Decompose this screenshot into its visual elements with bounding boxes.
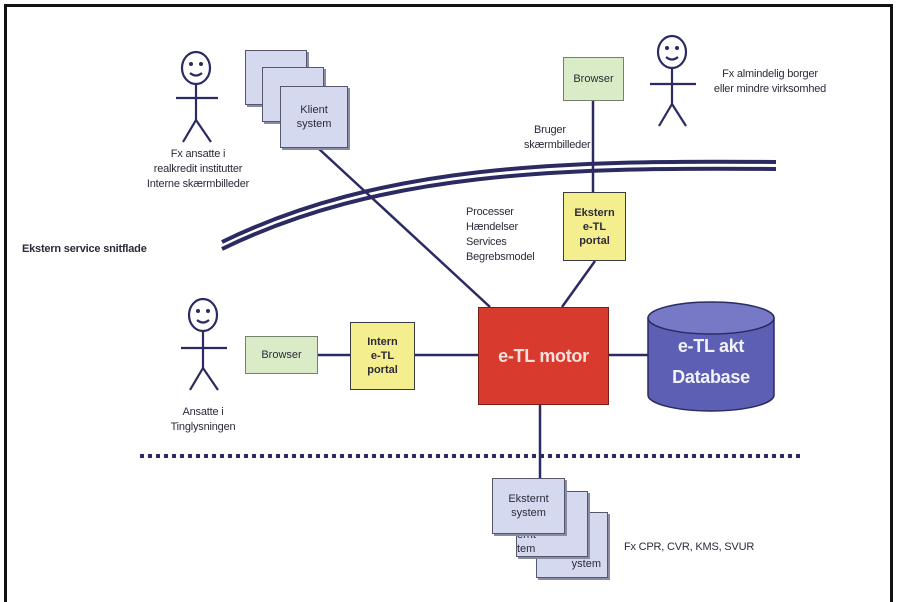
actor-label-tinglysning-line-1: Ansatte i	[182, 406, 224, 418]
etl-motor-label: e-TL motor	[498, 346, 589, 366]
ekstern-portal-line-2: e-TL	[582, 220, 607, 233]
ekstern-service-label: Ekstern service snitflade	[22, 243, 147, 255]
processer-label-line-1: Processer	[466, 206, 514, 218]
klient-system-box: Klient system	[280, 86, 348, 148]
database-line-2: Database	[672, 367, 750, 387]
processer-label-line-4: Begrebsmodel	[466, 251, 535, 263]
intern-portal-box: Intern e-TL portal	[350, 322, 415, 390]
eksternt-system-line-2: system	[511, 507, 546, 519]
actor-label-realkredit: Fx ansatte i realkredit institutter Inte…	[128, 147, 268, 192]
actor-label-realkredit-line-3: Interne skærmbilleder	[146, 178, 250, 190]
actor-icon-citizen	[650, 34, 696, 127]
browser-left-box: Browser	[245, 336, 318, 374]
actor-label-citizen: Fx almindelig borger eller mindre virkso…	[695, 67, 845, 97]
actor-icon-tinglysning-employee	[181, 297, 227, 391]
intern-portal-line-2: e-TL	[370, 350, 395, 362]
service-boundary-curve	[221, 159, 777, 244]
actor-label-realkredit-line-2: realkredit institutter	[153, 163, 243, 175]
browser-left-label: Browser	[261, 349, 302, 361]
klient-system-line-2: system	[296, 118, 332, 130]
eksternt-system-line-1: Eksternt	[508, 493, 549, 505]
service-boundary-curve-inner	[221, 166, 777, 251]
back-system-fragment-3: ystem	[571, 558, 601, 570]
database-line-1: e-TL akt	[677, 336, 745, 356]
bruger-label: Bruger skærmbilleder	[524, 123, 591, 153]
processer-label-line-3: Services	[466, 236, 507, 248]
actor-label-tinglysning: Ansatte i Tinglysningen	[153, 405, 253, 435]
actor-label-citizen-line-2: eller mindre virksomhed	[713, 83, 827, 95]
database-label: e-TL akt Database	[648, 336, 774, 388]
ekstern-portal-line-3: portal	[579, 234, 610, 247]
ekstern-portal-line-1: Ekstern	[574, 206, 615, 219]
etl-motor-box: e-TL motor	[478, 307, 609, 405]
processer-label: Processer Hændelser Services Begrebsmode…	[466, 205, 535, 265]
line-klient-to-motor	[317, 147, 491, 308]
line-ekstern-portal-to-motor	[560, 260, 597, 308]
actor-label-tinglysning-line-2: Tinglysningen	[170, 421, 236, 433]
eksternt-system-box: Eksternt system	[492, 478, 565, 534]
actor-label-realkredit-line-1: Fx ansatte i	[170, 148, 226, 160]
actor-icon-employee-realkredit	[176, 50, 218, 143]
browser-top-box: Browser	[563, 57, 624, 101]
intern-portal-line-1: Intern	[367, 336, 398, 348]
bruger-label-line-1: Bruger	[534, 124, 566, 136]
database-cylinder	[647, 301, 775, 412]
browser-top-label: Browser	[573, 73, 614, 85]
processer-label-line-2: Hændelser	[466, 221, 519, 233]
external-examples-label: Fx CPR, CVR, KMS, SVUR	[624, 541, 755, 553]
intern-portal-line-3: portal	[367, 364, 398, 376]
actor-label-citizen-line-1: Fx almindelig borger	[722, 68, 818, 80]
back-system-fragment-2: tem	[517, 543, 536, 555]
diagram-frame	[4, 4, 893, 602]
bruger-label-line-2: skærmbilleder	[524, 139, 591, 151]
klient-system-line-1: Klient	[300, 104, 328, 116]
